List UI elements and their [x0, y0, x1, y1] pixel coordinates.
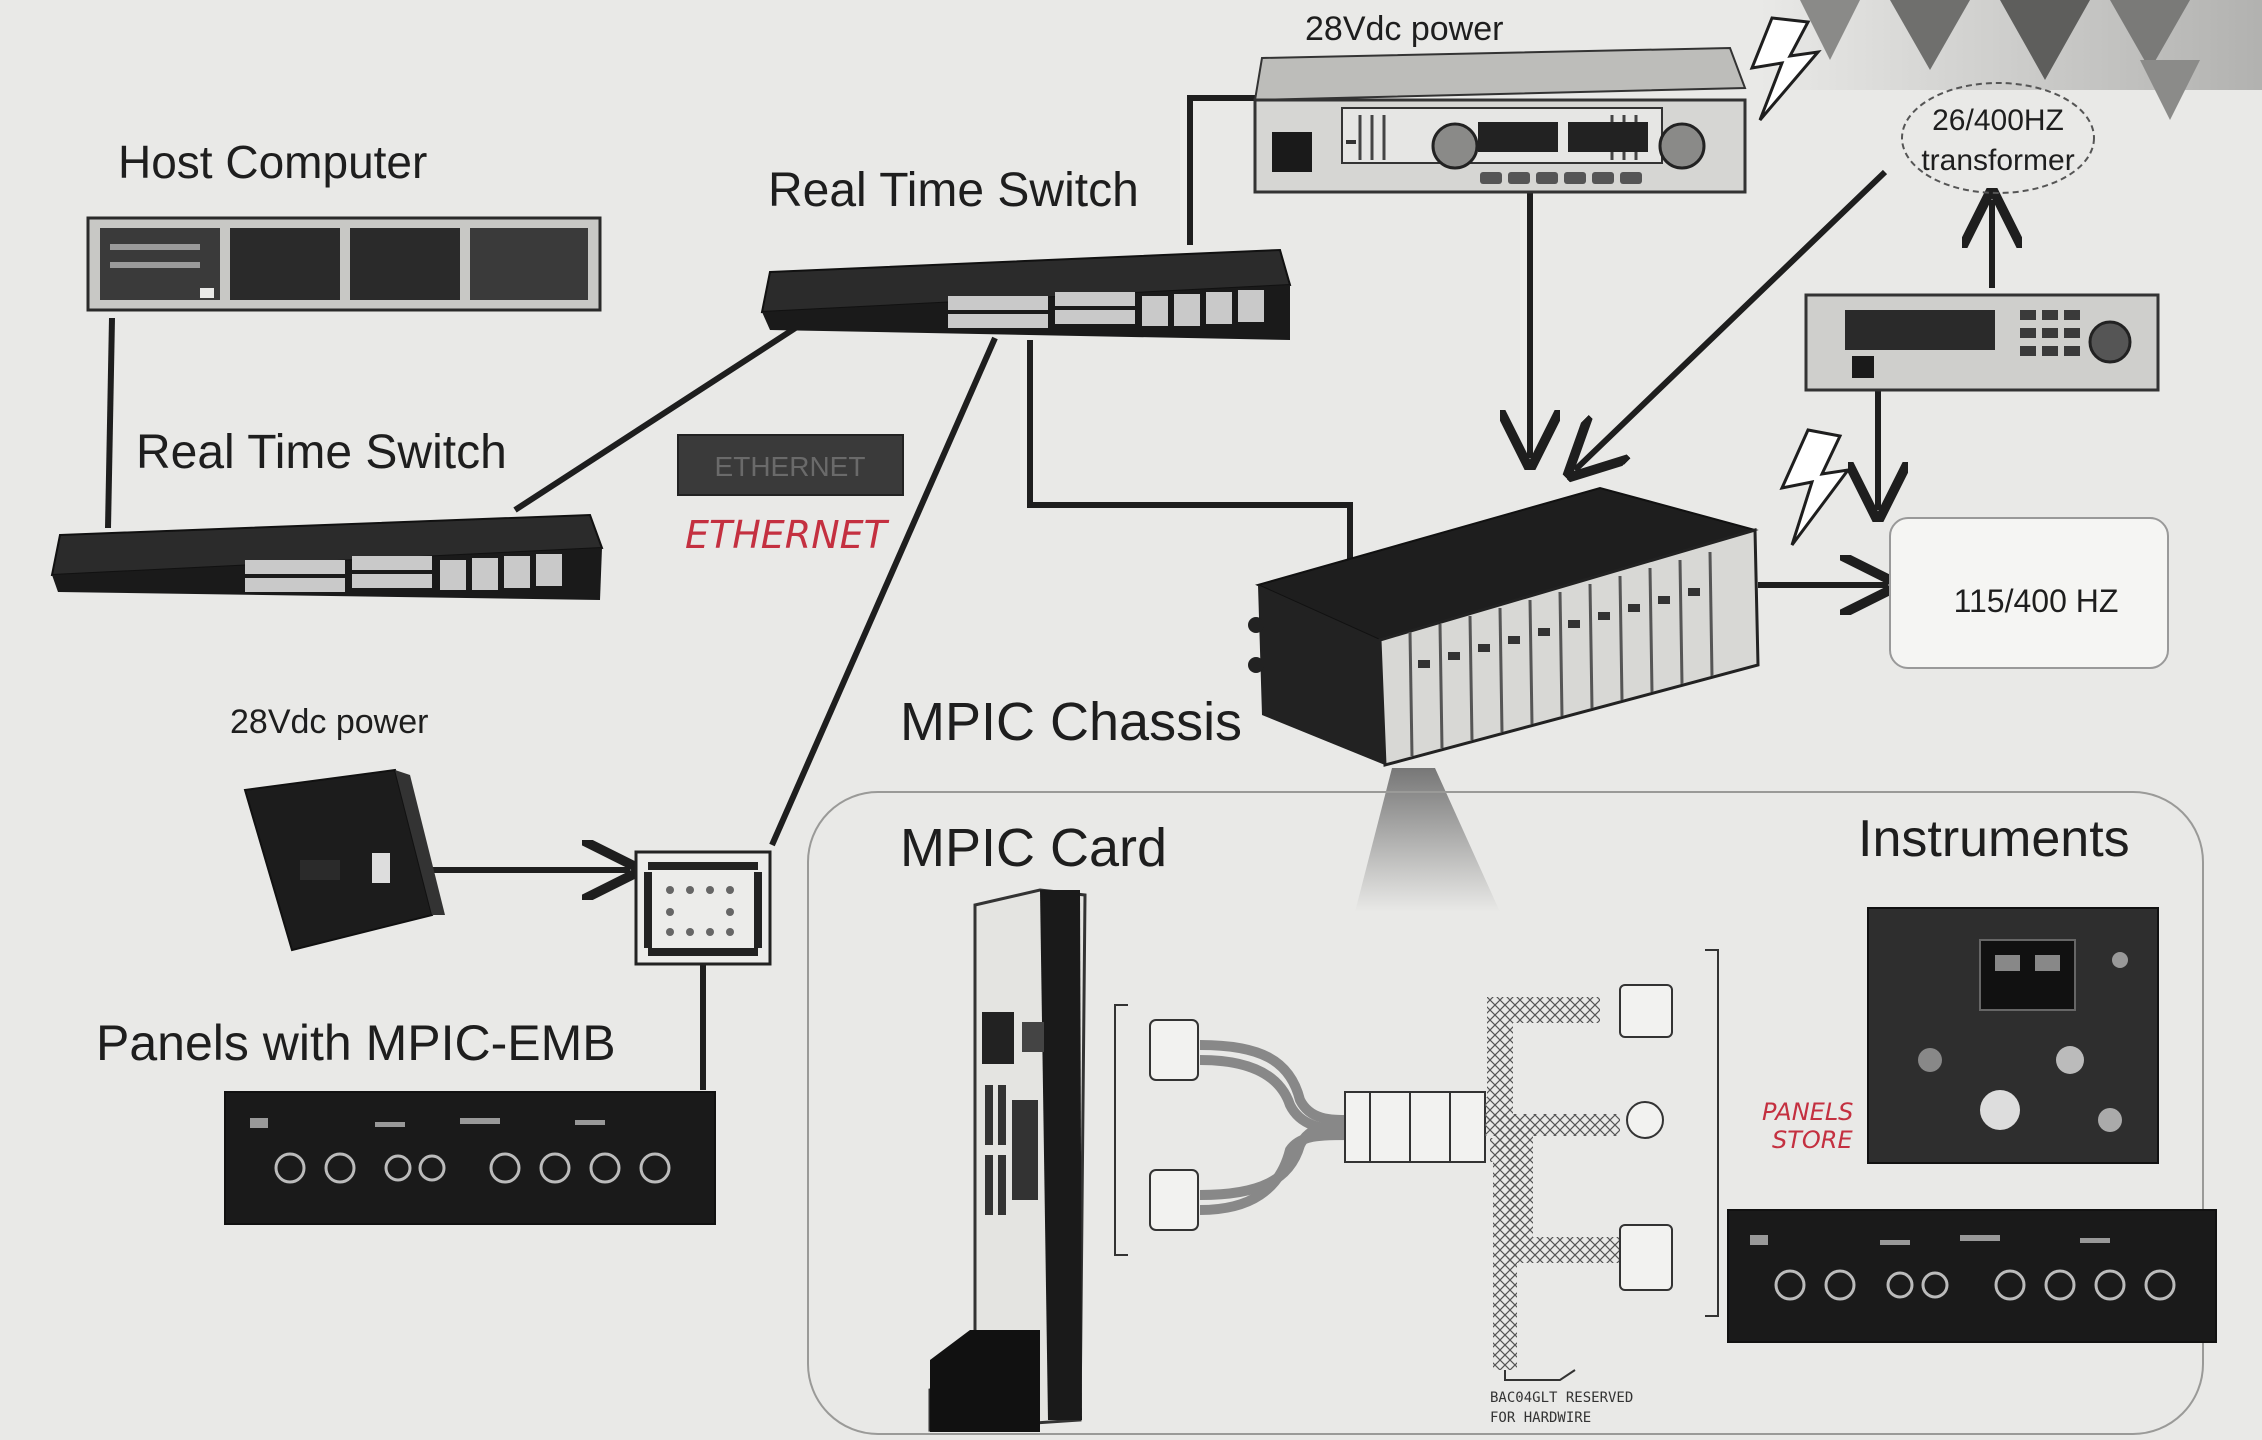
instrument-panel-left [225, 1092, 715, 1224]
ethernet-cable-legend: ETHERNET [678, 435, 903, 495]
panels-with-mpic-emb-label: Panels with MPIC-EMB [96, 1015, 616, 1071]
link-switch-to-panel-interface [772, 338, 995, 845]
link-switch-to-power [1190, 98, 1262, 245]
mpic-emb-interface-device [636, 852, 770, 964]
signal-generator-device [1806, 295, 2158, 390]
output-115-400-box: 115/400 HZ [1890, 518, 2168, 668]
real-time-switch-top-label: Real Time Switch [768, 164, 1139, 217]
cable-text-line2: FOR HARDWIRE [1490, 1410, 1591, 1426]
instruments-label: Instruments [1858, 810, 2130, 868]
instrument-panel-right [1728, 1210, 2216, 1342]
power-supply-left-device [245, 770, 445, 950]
panels-store-handwritten: PANELS STORE [1762, 1098, 1853, 1154]
mpic-chassis-device [1248, 488, 1758, 765]
panels-store-line1: PANELS [1762, 1098, 1853, 1126]
lightning-bolts [1752, 18, 1848, 545]
transformer-node: 26/400HZ transformer [1902, 83, 2094, 193]
real-time-switch-left-label: Real Time Switch [136, 426, 507, 479]
link-host-to-switch [108, 318, 112, 528]
ethernet-handwritten-label: ETHERNET [685, 513, 890, 557]
host-computer-label: Host Computer [118, 136, 427, 188]
mpic-card-label: MPIC Card [900, 818, 1167, 878]
power-supply-top-device [1255, 48, 1745, 192]
cable-text-line1: BAC04GLT RESERVED [1490, 1390, 1633, 1406]
panels-store-line2: STORE [1772, 1126, 1853, 1154]
mpic-chassis-label: MPIC Chassis [900, 692, 1242, 752]
real-time-switch-top-device [762, 250, 1290, 340]
transformer-label-line2: transformer [1921, 144, 2074, 177]
real-time-switch-left-device [52, 515, 602, 600]
ethernet-box-text: ETHERNET [715, 451, 866, 482]
mpic-card-device [930, 890, 1085, 1432]
power-left-label: 28Vdc power [230, 703, 428, 741]
instruments-bracket [1705, 950, 1718, 1316]
output-label: 115/400 HZ [1954, 583, 2119, 619]
lightning-icon-middle [1782, 430, 1848, 545]
link-switch-to-chassis [1030, 340, 1350, 565]
zoom-beam [1355, 768, 1500, 912]
corner-decoration [1760, 0, 2262, 120]
cable-harness-drawing: BAC04GLT RESERVED FOR HARDWIRE [1115, 985, 1672, 1426]
transformer-label-line1: 26/400HZ [1932, 104, 2064, 137]
instruments-photo [1868, 908, 2158, 1163]
host-computer-device [88, 218, 600, 310]
power-top-label: 28Vdc power [1305, 10, 1503, 48]
